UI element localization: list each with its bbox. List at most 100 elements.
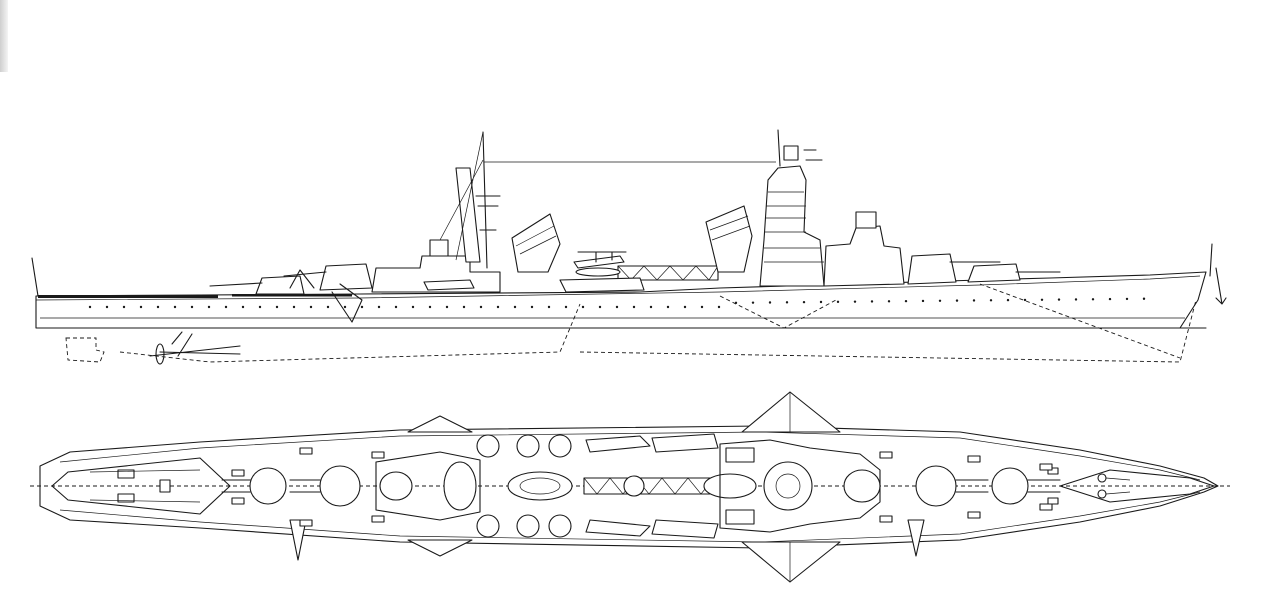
porthole xyxy=(717,305,721,309)
porthole xyxy=(1108,297,1112,301)
porthole xyxy=(1142,297,1146,300)
deck-hatches xyxy=(231,447,1053,527)
deck-hatch xyxy=(1039,463,1053,471)
porthole xyxy=(819,300,823,304)
porthole xyxy=(751,301,755,304)
bridge-tower xyxy=(759,165,825,287)
forward-funnel-bands xyxy=(709,215,751,241)
porthole xyxy=(496,305,500,309)
porthole xyxy=(615,305,619,309)
bow-jackstaff xyxy=(1209,243,1213,277)
porthole xyxy=(887,300,891,303)
propeller-shaft xyxy=(149,331,241,365)
aft-davit xyxy=(289,269,315,289)
porthole xyxy=(224,305,228,309)
plan-boat-2 xyxy=(585,519,651,537)
gun-tub xyxy=(476,514,500,538)
anchor-chain xyxy=(1215,267,1227,305)
quarterdeck-fittings xyxy=(51,457,231,515)
aft-turret-2-guns xyxy=(283,271,327,277)
deck-hatch xyxy=(299,519,313,527)
underwater-outline xyxy=(119,299,1197,363)
plan-aft-turret-2 xyxy=(289,465,361,507)
porthole xyxy=(683,305,687,309)
porthole xyxy=(581,305,585,309)
deck-hatch xyxy=(879,515,893,523)
porthole xyxy=(632,305,636,309)
porthole xyxy=(377,305,381,309)
aft-mast-stays xyxy=(439,131,484,261)
stern-flagstaff xyxy=(31,257,39,297)
deck-hatch xyxy=(231,497,245,505)
aft-director xyxy=(429,239,449,257)
plan-aft-propeller-guard xyxy=(289,519,307,561)
plan-bridge xyxy=(719,439,881,533)
porthole xyxy=(241,305,245,309)
forward-director xyxy=(855,211,877,229)
porthole xyxy=(394,305,398,309)
gun-tub xyxy=(548,514,572,538)
porthole xyxy=(853,300,857,303)
deck-hatch xyxy=(371,451,385,459)
portholes xyxy=(88,297,1146,309)
side-profile-view xyxy=(31,129,1227,365)
aft-mainmast xyxy=(482,131,488,269)
foremast-director xyxy=(783,145,799,161)
porthole xyxy=(666,305,670,309)
porthole xyxy=(1023,298,1027,302)
ships-boat-aft xyxy=(423,279,475,291)
foremast-yards xyxy=(803,149,823,161)
armor-belt-outline xyxy=(719,295,837,329)
plan-aft-boat-top xyxy=(407,415,473,433)
porthole xyxy=(1125,297,1129,301)
porthole xyxy=(1074,298,1078,301)
aft-funnel-cap xyxy=(455,167,481,263)
boat-deck-structure xyxy=(559,277,645,293)
porthole xyxy=(207,305,211,309)
porthole xyxy=(292,305,296,309)
porthole xyxy=(870,300,874,303)
aft-turret-1 xyxy=(255,275,305,295)
porthole xyxy=(122,305,126,309)
porthole xyxy=(530,305,534,309)
porthole xyxy=(598,305,602,309)
porthole xyxy=(972,299,976,302)
porthole xyxy=(479,305,483,309)
porthole xyxy=(105,305,109,309)
porthole xyxy=(309,305,313,309)
hull-outline xyxy=(35,271,1207,329)
porthole xyxy=(989,299,993,302)
porthole xyxy=(513,305,517,309)
porthole xyxy=(955,299,959,302)
porthole xyxy=(360,305,364,309)
porthole xyxy=(836,300,840,304)
porthole xyxy=(190,305,194,309)
plan-bridge-wing-top xyxy=(741,391,841,433)
forecastle-fittings xyxy=(1047,467,1215,505)
forward-turret-2 xyxy=(907,253,957,285)
porthole xyxy=(1006,298,1010,302)
bow-keel-line xyxy=(979,283,1181,359)
porthole xyxy=(156,305,160,309)
plan-aft-funnel xyxy=(507,471,573,501)
porthole xyxy=(904,299,908,303)
plan-forward-sponson-guard xyxy=(907,519,925,557)
plan-aft-funnel-inner xyxy=(519,477,561,495)
scan-edge-shadow xyxy=(0,0,8,72)
gun-tub xyxy=(476,434,500,458)
deck-hatch xyxy=(1039,503,1053,511)
foremast xyxy=(777,129,781,167)
porthole xyxy=(785,301,789,304)
porthole xyxy=(445,305,449,309)
plan-deck-edge-upper xyxy=(59,431,1201,481)
aft-turret-1-guns xyxy=(209,282,263,287)
porthole xyxy=(411,305,415,309)
porthole xyxy=(938,299,942,302)
aft-mast-yards xyxy=(475,195,501,231)
plan-catapult xyxy=(583,475,715,497)
forward-turret-1 xyxy=(967,263,1021,283)
plan-aft-superstructure xyxy=(375,451,481,521)
porthole xyxy=(768,301,772,304)
deck-line xyxy=(35,275,1201,301)
